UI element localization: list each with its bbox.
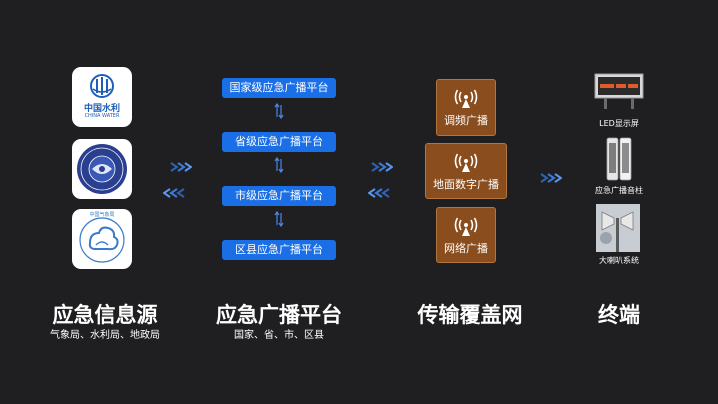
transmission-internet: 网络广播 bbox=[436, 207, 496, 263]
terminal-speaker-label: 应急广播音柱 bbox=[595, 186, 643, 195]
meteorological-administration-logo bbox=[79, 217, 125, 263]
up-down-arrow-icon bbox=[274, 102, 284, 120]
natural-resources-seal-logo bbox=[77, 144, 127, 194]
right-arrow-icon bbox=[540, 173, 562, 183]
platform-county: 区县应急广播平台 bbox=[222, 240, 336, 260]
terminals-title: 终端 bbox=[598, 303, 640, 327]
transmission-dtmb: 地面数字广播 bbox=[425, 143, 507, 199]
terminal-horn-label: 大喇叭系统 bbox=[599, 256, 639, 265]
transmission-fm-label: 调频广播 bbox=[444, 114, 488, 127]
source-logo-meteorology: 中国气象局 bbox=[72, 209, 132, 269]
left-arrow-icon bbox=[368, 188, 390, 198]
meteorology-logo-cn: 中国气象局 bbox=[89, 212, 115, 218]
transmission-dtmb-label: 地面数字广播 bbox=[433, 178, 499, 191]
ministry-water-resources-logo bbox=[90, 74, 114, 98]
platforms-subtitle: 国家、省、市、区县 bbox=[234, 330, 324, 341]
right-arrow-icon bbox=[170, 162, 192, 172]
up-down-arrow-icon bbox=[274, 156, 284, 174]
platform-provincial: 省级应急广播平台 bbox=[222, 132, 336, 152]
transmission-internet-label: 网络广播 bbox=[444, 242, 488, 255]
speaker-column-icon bbox=[606, 137, 632, 181]
water-logo-en: CHINA WATER bbox=[84, 113, 120, 119]
platform-national: 国家级应急广播平台 bbox=[222, 78, 336, 98]
sources-subtitle: 气象局、水利局、地政局 bbox=[50, 330, 160, 341]
right-arrow-icon bbox=[371, 162, 393, 172]
terminal-led-label: LED显示屏 bbox=[599, 119, 639, 128]
source-logo-resources bbox=[72, 139, 132, 199]
left-arrow-icon bbox=[163, 188, 185, 198]
platforms-title: 应急广播平台 bbox=[216, 303, 342, 327]
transmission-fm: 调频广播 bbox=[436, 79, 496, 136]
water-logo-cn: 中国水利 bbox=[83, 104, 120, 114]
up-down-arrow-icon bbox=[274, 210, 284, 228]
sources-title: 应急信息源 bbox=[52, 303, 158, 327]
broadcast-tower-icon bbox=[454, 217, 478, 236]
source-logo-water: 中国水利 CHINA WATER bbox=[72, 67, 132, 127]
broadcast-tower-icon bbox=[454, 153, 478, 172]
transmission-title: 传输覆盖网 bbox=[417, 303, 523, 327]
broadcast-tower-icon bbox=[454, 89, 478, 108]
led-billboard-icon bbox=[594, 73, 644, 109]
platform-municipal: 市级应急广播平台 bbox=[222, 186, 336, 206]
loudspeaker-horn-icon bbox=[596, 204, 640, 252]
